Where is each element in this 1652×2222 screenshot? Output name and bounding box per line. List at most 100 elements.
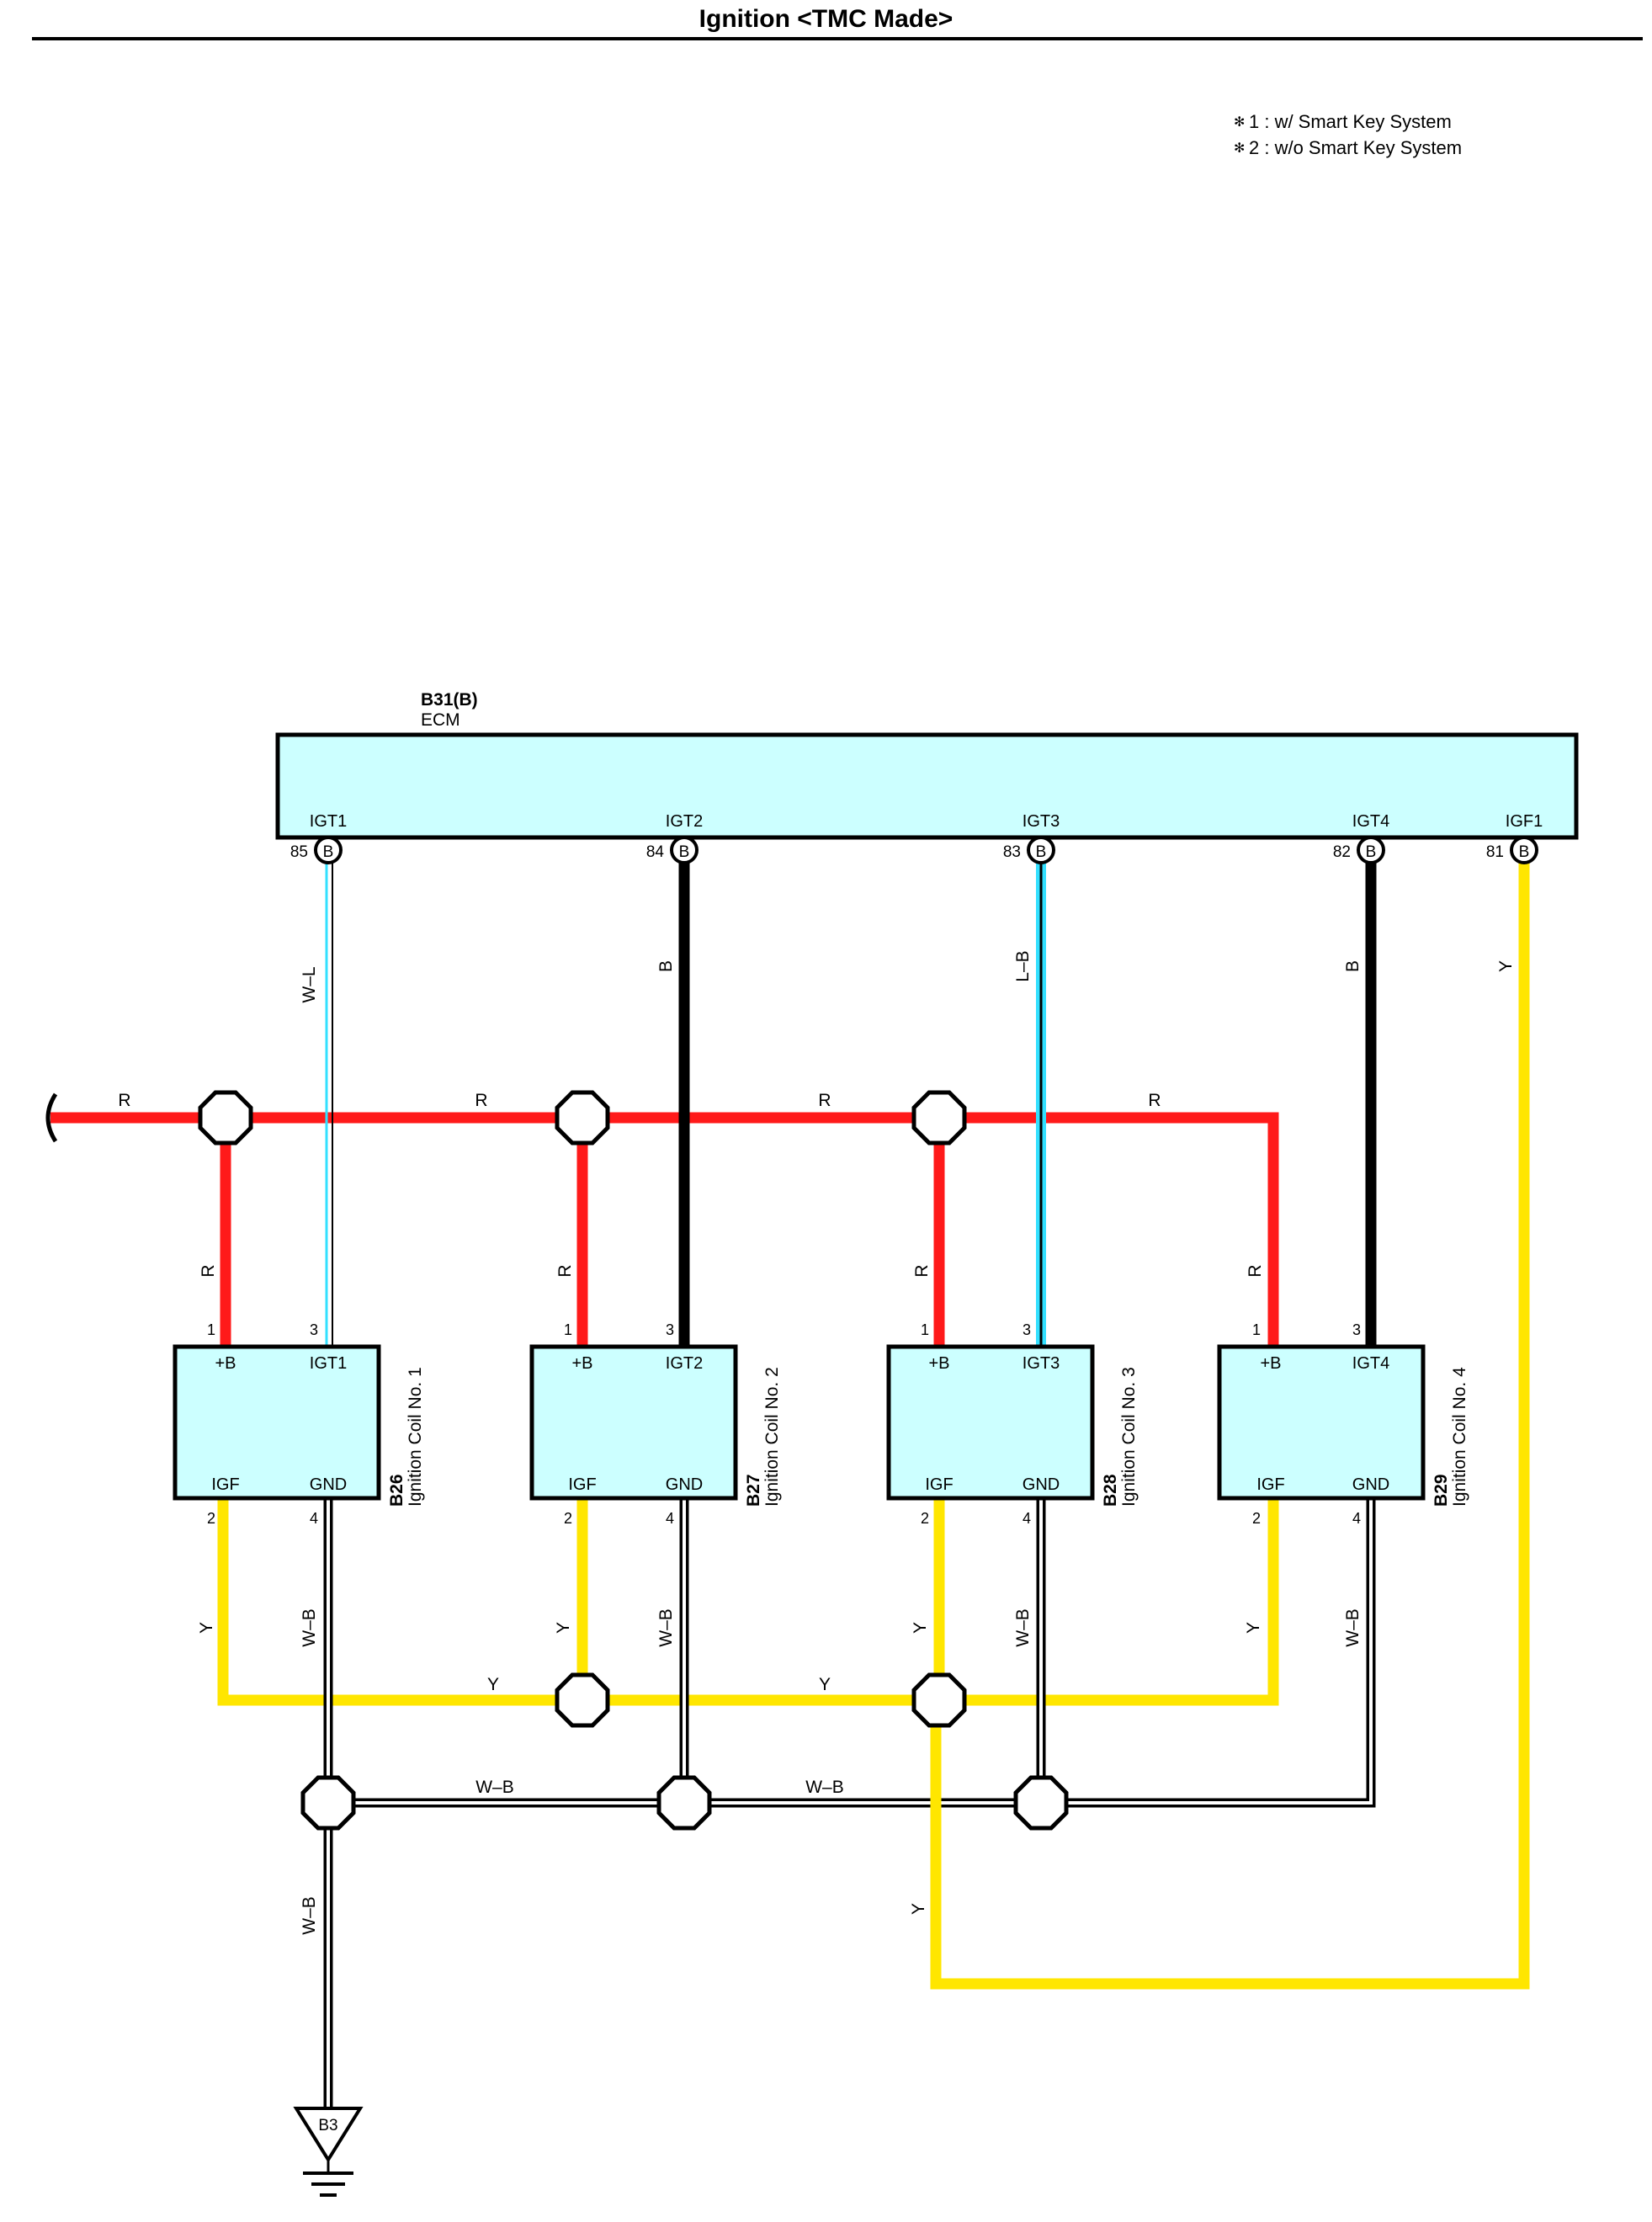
coil-pin-label: IGT1 (310, 1354, 347, 1373)
wire-label: R (1148, 1091, 1161, 1110)
pin-number: 84 (646, 843, 665, 861)
coil-pin-label: +B (928, 1354, 949, 1373)
wire-ground (323, 1498, 1376, 2108)
note-text: 1 : w/ Smart Key System (1249, 111, 1452, 132)
coil-pin-label: GND (1023, 1475, 1060, 1494)
title-divider (32, 37, 1643, 40)
junction-icon (911, 1090, 967, 1146)
note-item: ✻2 : w/o Smart Key System (1234, 136, 1462, 162)
wire-igf1 (930, 850, 1530, 1990)
ecm-pin-label: IGT1 (310, 812, 347, 831)
junctions (198, 1090, 1069, 1831)
ecm-pin: B 82 (1333, 836, 1385, 864)
ecm-component: B31(B) ECM IGT1 IGT2 IGT3 IGT4 IGF1 (275, 690, 1579, 840)
note-item: ✻1 : w/ Smart Key System (1234, 109, 1462, 136)
page-title: Ignition <TMC Made> (699, 5, 953, 33)
pin-number: 85 (290, 843, 308, 861)
coil-box (173, 1344, 381, 1501)
pin-number: 3 (666, 1321, 674, 1338)
coil-pin-label: IGF (568, 1475, 596, 1494)
ecm-box (275, 732, 1579, 840)
pin-number: 1 (207, 1321, 215, 1338)
ground-code: B3 (318, 2117, 337, 2134)
coil-component: +B IGT3 IGF GND 1 3 2 4 B28 Ignition Coi… (886, 1321, 1139, 1527)
pin-number: 4 (666, 1510, 674, 1527)
coil-pin-label: IGT4 (1352, 1354, 1389, 1373)
junction-icon (656, 1775, 712, 1831)
wire-label: R (555, 1264, 575, 1277)
wire-label: L–B (1013, 950, 1033, 981)
coil-pin-label: GND (666, 1475, 703, 1494)
notes-legend: ✻1 : w/ Smart Key System ✻2 : w/o Smart … (1234, 109, 1462, 162)
pin-number: 4 (1023, 1510, 1031, 1527)
coil-pin-label: IGF (1256, 1475, 1284, 1494)
wire-label: Y (487, 1675, 499, 1694)
wire-label: W–B (1343, 1608, 1363, 1647)
pin-number: 2 (921, 1510, 929, 1527)
asterisk-icon: ✻ (1234, 141, 1246, 157)
ecm-pin: B 83 (1003, 836, 1055, 864)
coil-component: +B IGT4 IGF GND 1 3 2 4 B29 Ignition Coi… (1217, 1321, 1469, 1527)
coil-pin-label: +B (571, 1354, 592, 1373)
wire-label: R (475, 1091, 487, 1110)
junction-icon (911, 1672, 967, 1728)
pin-number: 2 (564, 1510, 572, 1527)
pin-number: 3 (1023, 1321, 1031, 1338)
coil-name: Ignition Coil No. 1 (406, 1367, 425, 1507)
pin-number: 83 (1003, 843, 1021, 861)
wire-label: R (118, 1091, 130, 1110)
connector-letter: B (1519, 843, 1530, 861)
wire-label: Y (911, 1622, 930, 1634)
wire-labels: W–L B L–B B Y R R R R R R R R Y Y Y Y Y … (118, 950, 1516, 1934)
connector-letter: B (323, 843, 334, 861)
wire-label: W–B (656, 1608, 676, 1647)
wire-label: W–B (805, 1778, 844, 1797)
pin-number: 1 (921, 1321, 929, 1338)
ecm-pin: B 85 (290, 836, 343, 864)
wire-label: B (656, 960, 676, 972)
junction-icon (555, 1090, 610, 1146)
coil-code: B26 (387, 1474, 406, 1507)
coil-name: Ignition Coil No. 4 (1450, 1367, 1469, 1507)
pin-number: 3 (1352, 1321, 1361, 1338)
wire-power-bus (50, 1112, 1279, 1345)
coil-box (1217, 1344, 1426, 1501)
connector-letter: B (1036, 843, 1047, 861)
wire-label: W–L (300, 966, 319, 1002)
coil-name: Ignition Coil No. 2 (762, 1367, 782, 1507)
coil-code: B27 (744, 1474, 763, 1507)
connector-letter: B (1366, 843, 1377, 861)
coil-pin-label: IGT2 (666, 1354, 703, 1373)
wire-label: W–B (1013, 1608, 1033, 1647)
ecm-pins: B 85 B 84 B 83 B 82 B 81 (290, 836, 1538, 864)
ground-triangle-icon (293, 2107, 364, 2163)
junction-icon (300, 1775, 356, 1831)
wire-label: R (912, 1264, 932, 1277)
coil-box (886, 1344, 1095, 1501)
coil-pin-label: +B (215, 1354, 236, 1373)
wire-label: Y (197, 1622, 216, 1634)
wire-label: R (1246, 1264, 1265, 1277)
coil-box (529, 1344, 738, 1501)
ecm-name: ECM (421, 710, 460, 730)
pin-number: 81 (1486, 843, 1504, 861)
connector-letter: B (679, 843, 690, 861)
ecm-pin-label: IGF1 (1506, 812, 1543, 831)
ecm-pin-label: IGT3 (1023, 812, 1060, 831)
pin-number: 4 (1352, 1510, 1361, 1527)
ecm-pin-label: IGT4 (1352, 812, 1389, 831)
wire-label: Y (1496, 960, 1516, 972)
coil-pin-label: IGF (925, 1475, 953, 1494)
junction-icon (555, 1672, 610, 1728)
wire-label: R (818, 1091, 831, 1110)
wire-label: W–B (300, 1896, 319, 1935)
coil-name: Ignition Coil No. 3 (1119, 1367, 1139, 1507)
coil-pin-label: IGF (211, 1475, 239, 1494)
wire-label: Y (554, 1622, 573, 1634)
asterisk-icon: ✻ (1234, 115, 1246, 130)
ecm-pin-label: IGT2 (666, 812, 703, 831)
coil-component: +B IGT2 IGF GND 1 3 2 4 B27 Ignition Coi… (529, 1321, 782, 1527)
wire-label: Y (819, 1675, 831, 1694)
wire-crossings (325, 1109, 1046, 1126)
wire-label: R (199, 1264, 218, 1277)
